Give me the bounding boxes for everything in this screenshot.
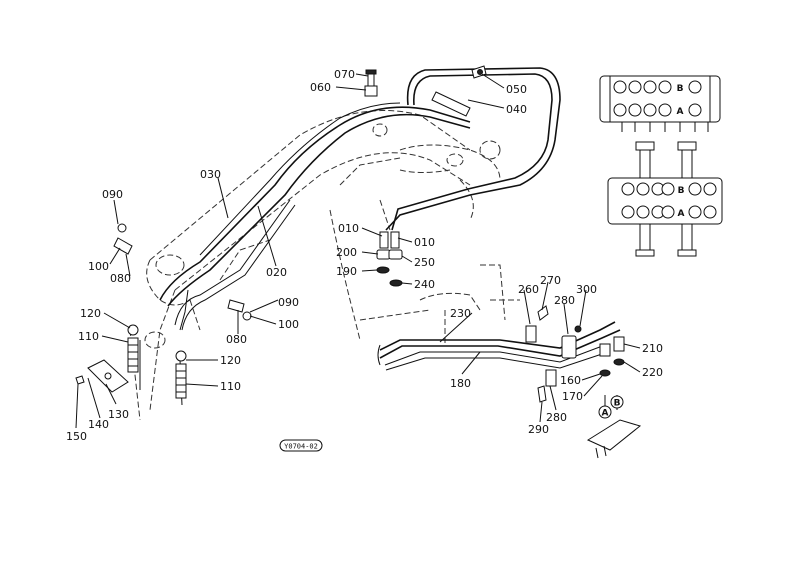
- part-label-010-left: 010: [338, 222, 359, 235]
- part-label-210: 210: [642, 342, 663, 355]
- part-label-140: 140: [88, 418, 109, 431]
- control-valve-side-view: B A: [607, 141, 723, 257]
- part-label-190: 190: [336, 265, 357, 278]
- valve-top-label-a: A: [677, 107, 684, 117]
- part-label-060: 060: [310, 81, 331, 94]
- part-label-230: 230: [450, 307, 471, 320]
- callout-b: B: [614, 399, 621, 409]
- part-label-270: 270: [540, 274, 561, 287]
- part-label-070: 070: [334, 68, 355, 81]
- part-label-300: 300: [576, 283, 597, 296]
- part-label-280-lower: 280: [546, 411, 567, 424]
- part-label-150: 150: [66, 430, 87, 443]
- part-label-290: 290: [528, 423, 549, 436]
- part-label-130: 130: [108, 408, 129, 421]
- valve-side-label-b: B: [678, 186, 685, 196]
- part-label-020: 020: [266, 266, 287, 279]
- part-label-080-lower: 080: [226, 333, 247, 346]
- part-label-110-left: 110: [78, 330, 99, 343]
- part-label-120-left: 120: [80, 307, 101, 320]
- part-label-170: 170: [562, 390, 583, 403]
- boom-outline: [129, 110, 520, 421]
- part-label-160: 160: [560, 374, 581, 387]
- part-label-090-lower: 090: [278, 296, 299, 309]
- fittings: [75, 65, 642, 459]
- drawing-code-stamp: Y0704-02: [279, 439, 323, 452]
- part-label-040: 040: [506, 103, 527, 116]
- part-label-240: 240: [414, 278, 435, 291]
- valve-top-label-b: B: [677, 84, 684, 94]
- part-label-050: 050: [506, 83, 527, 96]
- part-label-010-right: 010: [414, 236, 435, 249]
- callout-a: A: [602, 409, 609, 419]
- part-label-120-right: 120: [220, 354, 241, 367]
- part-label-110-right: 110: [220, 380, 241, 393]
- valve-side-label-a: A: [678, 209, 685, 219]
- part-label-080-upper: 080: [110, 272, 131, 285]
- part-label-220: 220: [642, 366, 663, 379]
- part-label-100-lower: 100: [278, 318, 299, 331]
- part-label-090-upper: 090: [102, 188, 123, 201]
- part-number-labels: 070 060 050 040 030 090 100 080 020 090 …: [66, 68, 663, 443]
- callout-markers: A B: [598, 395, 624, 419]
- part-label-100-upper: 100: [88, 260, 109, 273]
- part-label-030: 030: [200, 168, 221, 181]
- control-valve-top-view: B A: [599, 75, 721, 132]
- part-label-200: 200: [336, 246, 357, 259]
- drawing-code: Y0704-02: [284, 443, 318, 451]
- part-label-280-upper: 280: [554, 294, 575, 307]
- leader-lines: [75, 73, 641, 429]
- part-label-250: 250: [414, 256, 435, 269]
- part-label-260: 260: [518, 283, 539, 296]
- part-label-180: 180: [450, 377, 471, 390]
